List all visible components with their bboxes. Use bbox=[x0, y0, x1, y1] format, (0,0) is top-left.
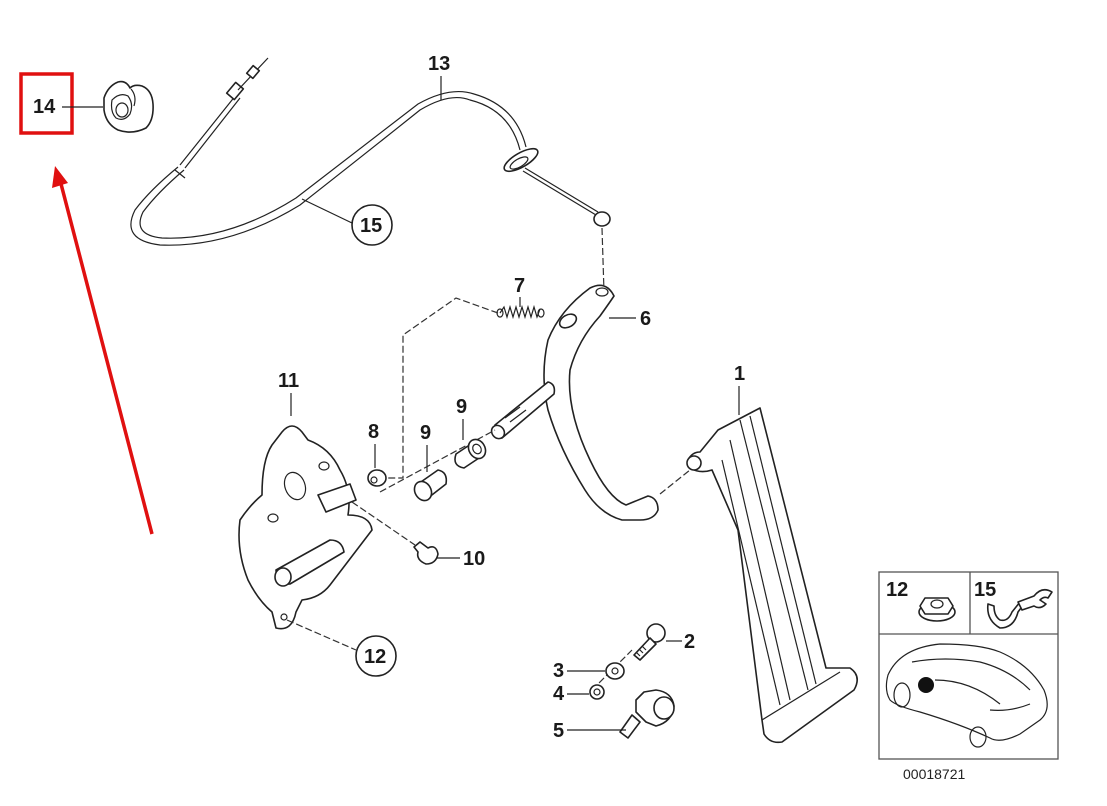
callout-label-13: 13 bbox=[428, 53, 450, 75]
bearing-bracket-part bbox=[238, 425, 373, 630]
bushing-8-part bbox=[367, 469, 387, 487]
callout-label-9b: 9 bbox=[456, 396, 467, 418]
callout-2[interactable]: 2 bbox=[666, 631, 695, 653]
connector-line bbox=[351, 501, 416, 546]
stop-screw-part bbox=[619, 689, 675, 739]
bolt-part bbox=[633, 623, 666, 661]
callout-3[interactable]: 3 bbox=[553, 660, 605, 682]
highlight-arrow bbox=[52, 166, 154, 535]
buffer-part bbox=[413, 541, 439, 565]
inset-label-15: 15 bbox=[974, 579, 996, 601]
callout-1[interactable]: 1 bbox=[734, 363, 745, 415]
washer-part bbox=[605, 662, 625, 680]
callout-label-11: 11 bbox=[278, 370, 299, 392]
callout-label-5: 5 bbox=[553, 720, 564, 742]
callout-12[interactable]: 12 bbox=[286, 619, 397, 677]
inset-collar-nut[interactable]: 12 bbox=[886, 579, 956, 622]
callout-6[interactable]: 6 bbox=[609, 308, 651, 330]
callout-5[interactable]: 5 bbox=[553, 720, 626, 742]
callout-circle bbox=[351, 204, 393, 246]
location-marker bbox=[918, 677, 934, 693]
callout-label-8: 8 bbox=[368, 421, 379, 443]
connector-line bbox=[379, 429, 496, 493]
callout-11[interactable]: 11 bbox=[278, 370, 299, 416]
callout-9a[interactable]: 9 bbox=[420, 422, 431, 472]
callout-13[interactable]: 13 bbox=[428, 53, 450, 100]
callout-15[interactable]: 15 bbox=[301, 198, 393, 246]
clip-grommet-part bbox=[103, 80, 154, 133]
callout-10[interactable]: 10 bbox=[437, 548, 485, 570]
callout-14[interactable]: 14 bbox=[19, 72, 103, 135]
callout-label-15: 15 bbox=[360, 215, 382, 237]
drawing-number: 00018721 bbox=[903, 766, 966, 782]
bearing-bush-9b-part bbox=[454, 438, 487, 469]
bearing-bush-9a-part bbox=[413, 469, 448, 502]
callout-label-7: 7 bbox=[514, 275, 525, 297]
highlight-box bbox=[19, 72, 74, 135]
callout-label-4: 4 bbox=[553, 683, 565, 705]
callout-label-3: 3 bbox=[553, 660, 564, 682]
callout-label-14: 14 bbox=[33, 96, 56, 118]
callout-label-12: 12 bbox=[364, 646, 386, 668]
connector-line bbox=[286, 619, 357, 651]
callout-label-10: 10 bbox=[463, 548, 485, 570]
pedal-lever-part bbox=[490, 284, 659, 521]
leader-line bbox=[301, 198, 353, 224]
connector-line bbox=[601, 227, 605, 293]
callout-9b[interactable]: 9 bbox=[456, 396, 467, 440]
inset-panel: 12 15 bbox=[878, 571, 1059, 760]
callout-label-2: 2 bbox=[684, 631, 695, 653]
nut-part bbox=[589, 684, 605, 700]
callout-label-1: 1 bbox=[734, 363, 745, 385]
callout-circle bbox=[355, 635, 397, 677]
callout-4[interactable]: 4 bbox=[553, 683, 589, 705]
callout-label-9a: 9 bbox=[420, 422, 431, 444]
callout-label-6: 6 bbox=[640, 308, 651, 330]
tension-spring-part bbox=[496, 304, 545, 320]
callout-7[interactable]: 7 bbox=[514, 275, 525, 307]
inset-cable-holder[interactable]: 15 bbox=[974, 579, 1053, 629]
callout-8[interactable]: 8 bbox=[368, 421, 379, 468]
throttle-cable-part bbox=[130, 57, 611, 246]
connector-line bbox=[659, 469, 691, 495]
inset-location-view bbox=[885, 643, 1048, 748]
inset-label-12: 12 bbox=[886, 579, 908, 601]
accelerator-pedal-part bbox=[686, 407, 858, 744]
